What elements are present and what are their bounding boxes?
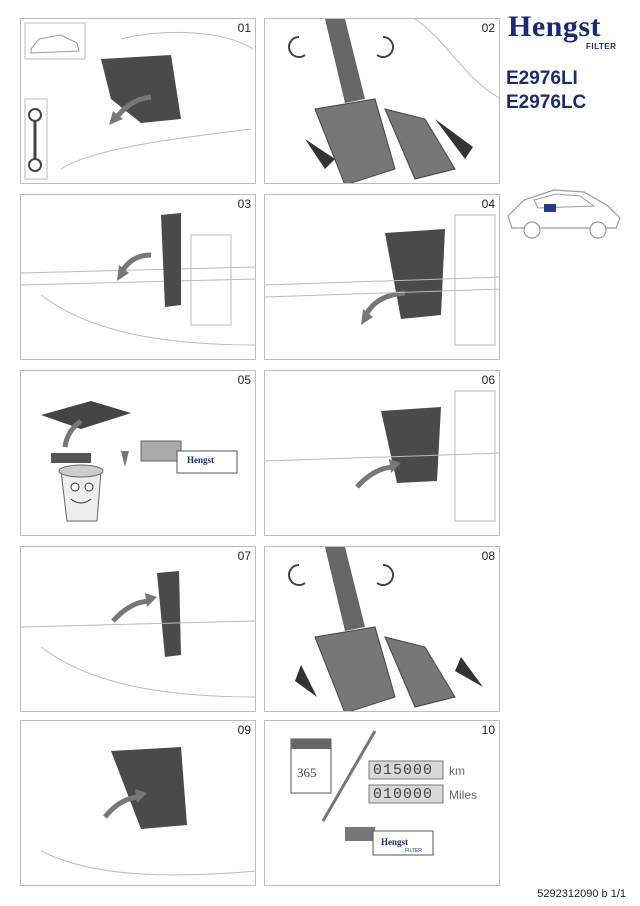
unit-km: km xyxy=(449,764,465,778)
odometer-km: 015000 xyxy=(373,762,434,779)
step-illustration xyxy=(21,571,255,698)
step-panel-07: 07 xyxy=(20,546,256,712)
brand-logo: Hengst FILTER xyxy=(508,12,628,52)
step-number: 02 xyxy=(481,21,495,35)
brand-name: Hengst xyxy=(508,10,601,43)
trash-bin-icon xyxy=(58,464,104,522)
filter-box-label: Hengst xyxy=(381,837,408,847)
step-number: 01 xyxy=(237,21,251,35)
car-icon xyxy=(507,189,621,239)
step-panel-02: 02 xyxy=(264,18,500,184)
unit-miles: Miles xyxy=(449,788,478,802)
step-panel-04: 04 xyxy=(264,194,500,360)
step-panel-01: 01 xyxy=(20,18,256,184)
step-number: 06 xyxy=(481,373,495,387)
odometer-miles: 010000 xyxy=(373,786,434,803)
step-illustration xyxy=(21,213,255,346)
model-number-1: E2976LI xyxy=(506,68,578,89)
step-illustration xyxy=(288,547,483,711)
step-illustration xyxy=(40,747,255,876)
rotate-icon xyxy=(288,564,306,586)
step-number: 05 xyxy=(237,373,251,387)
calendar-icon: 365 xyxy=(290,738,332,794)
step-illustration: Hengst xyxy=(41,401,238,522)
step-number: 08 xyxy=(481,549,495,563)
rotate-icon xyxy=(288,36,306,58)
step-panel-03: 03 xyxy=(20,194,256,360)
rotate-icon xyxy=(376,36,394,58)
step-number: 07 xyxy=(237,549,251,563)
step-illustration xyxy=(24,22,254,180)
filter-box-sub: FILTER xyxy=(405,848,422,854)
step-panel-09: 09 xyxy=(20,720,256,886)
step-panel-08: 08 xyxy=(264,546,500,712)
calendar-label: 365 xyxy=(297,765,317,780)
brand-subtitle: FILTER xyxy=(586,42,617,51)
step-illustration: 365 Hengst FILTER xyxy=(290,730,444,856)
rotate-icon xyxy=(376,564,394,586)
step-illustration xyxy=(288,19,499,183)
step-panel-10: 365 Hengst FILTER 015000 km 010000 Miles… xyxy=(264,720,500,886)
step-number: 03 xyxy=(237,197,251,211)
filter-box-label: Hengst xyxy=(187,455,214,465)
step-number: 09 xyxy=(237,723,251,737)
document-number: 5292312090 b 1/1 xyxy=(537,888,626,900)
step-illustration xyxy=(265,214,499,346)
step-illustration xyxy=(265,390,499,522)
step-panel-05: Hengst 05 xyxy=(20,370,256,536)
step-number: 10 xyxy=(481,723,495,737)
wrench-icon xyxy=(28,108,42,172)
step-panel-06: 06 xyxy=(264,370,500,536)
model-number-2: E2976LC xyxy=(506,92,587,113)
step-number: 04 xyxy=(481,197,495,211)
